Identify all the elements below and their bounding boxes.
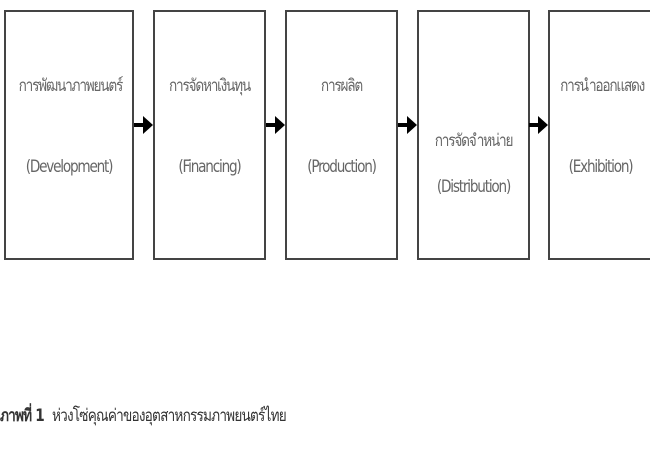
step-development: การพัฒนาภาพยนตร์ (Development) [4,10,134,260]
step-thai: การจัดจำหน่าย [434,131,514,151]
step-thai: การนำออกแสดง [560,76,645,96]
step-en: (Exhibition) [568,157,634,177]
arrow-icon [134,116,153,134]
step-en: (Production) [307,157,377,177]
arrow-icon [266,116,285,134]
caption-label: ภาพที่ 1 [0,406,45,426]
step-thai: การผลิต [320,76,363,96]
step-production: การผลิต (Production) [285,10,398,260]
step-en: (Distribution) [436,177,511,197]
arrow-icon [398,116,417,134]
arrow-icon [529,116,548,134]
figure-caption: ภาพที่ 1 ห่วงโซ่คุณค่าของอุตสาหกรรมภาพยนต… [0,402,287,429]
step-financing: การจัดหาเงินทุน (Financing) [153,10,266,260]
step-en: (Financing) [178,157,241,177]
caption-text: ห่วงโซ่คุณค่าของอุตสาหกรรมภาพยนตร์ไทย [51,406,287,426]
step-thai: การพัฒนาภาพยนตร์ [18,76,124,96]
step-distribution: การจัดจำหน่าย (Distribution) [417,10,530,260]
step-en: (Development) [25,157,114,177]
step-thai: การจัดหาเงินทุน [168,76,251,96]
step-exhibition: การนำออกแสดง (Exhibition) [548,10,650,260]
